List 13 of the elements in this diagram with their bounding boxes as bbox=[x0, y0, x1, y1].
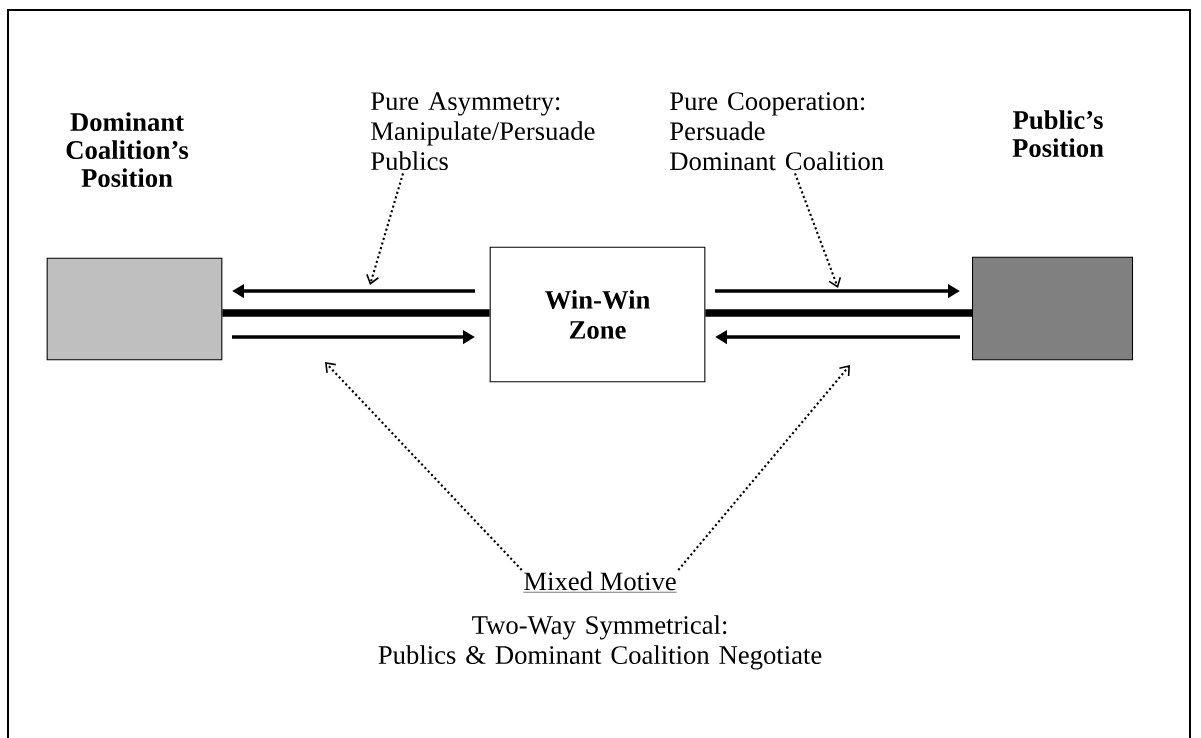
leader-line bbox=[794, 173, 842, 288]
leader-line bbox=[366, 173, 405, 285]
position-heading: Dominant Coalition’s Position bbox=[66, 112, 189, 187]
position-box bbox=[972, 256, 1134, 361]
leader-line bbox=[677, 365, 850, 571]
annotation-text: Pure Asymmetry: Manipulate/Persuade Publics bbox=[371, 92, 595, 171]
leader-line bbox=[325, 362, 523, 571]
position-heading: Public’s Position bbox=[1012, 110, 1104, 157]
zone-box: Win-Win Zone bbox=[489, 246, 706, 383]
position-box bbox=[46, 257, 223, 361]
mixed-motive-heading: Mixed Motive bbox=[523, 571, 677, 593]
annotation-text: Pure Cooperation: Persuade Dominant Coalition bbox=[670, 92, 884, 171]
annotation-text: Two-Way Symmetrical: Publics & Dominant Coalition Negotiate bbox=[378, 615, 822, 670]
